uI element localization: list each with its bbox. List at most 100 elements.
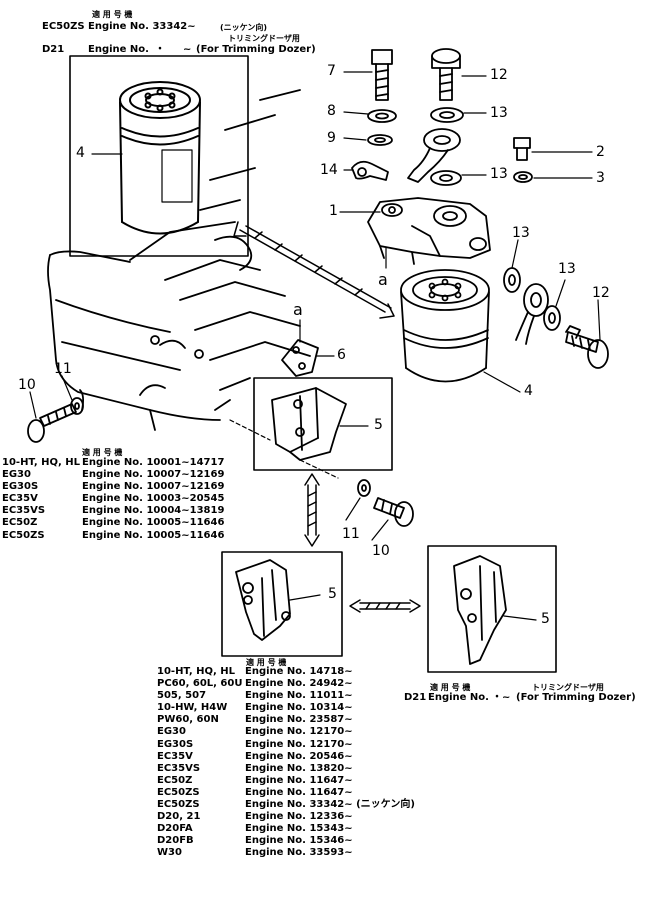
header-note-kana: トリミングドーザ用 [228, 34, 300, 43]
right-table-model: D21 [404, 692, 427, 703]
indicator-arrow-long [233, 221, 395, 319]
header-row1-model: EC50ZS [42, 21, 85, 32]
washer-13-right-a-icon [503, 267, 521, 293]
header-row1-engine: Engine No. 33342~ [88, 21, 196, 32]
callout-14: 14 [320, 162, 338, 178]
callout-2: 2 [596, 144, 605, 160]
callout-10-left: 10 [18, 377, 36, 393]
filter-detail-frame [69, 55, 249, 257]
washer-8-icon [367, 109, 397, 123]
indicator-arrow-vertical [304, 473, 320, 547]
washer-3-icon [513, 171, 533, 183]
header-row1-note: (ニッケン向) [220, 23, 268, 32]
header-row2-model: D21 [42, 44, 65, 55]
clip-14-icon [351, 160, 389, 181]
callout-11-left: 11 [54, 361, 72, 377]
eye-joint-right-icon [515, 283, 549, 345]
eye-joint-icon [407, 128, 461, 183]
bracket-icon [271, 387, 347, 461]
left-table-label-kanji: 適 用 号 機 [82, 448, 123, 457]
callout-13-mid: 13 [490, 166, 508, 182]
cartridge-filter-icon [400, 269, 490, 383]
header-row2-dot: ・ [155, 44, 165, 55]
header-row2-engine: Engine No. [88, 44, 149, 55]
bracket-right-frame [427, 545, 557, 673]
washer-11-left-icon [70, 397, 84, 415]
bolt-7-icon [371, 49, 393, 101]
callout-3: 3 [596, 170, 605, 186]
bolt-10-left-icon [27, 403, 77, 443]
right-table-engine: Engine No. [428, 692, 489, 703]
washer-11-center-icon [357, 479, 371, 497]
callout-13-top: 13 [490, 105, 508, 121]
bracket-bottom-frame [221, 551, 343, 657]
callout-13-right-a: 13 [512, 225, 530, 241]
callout-5-right: 5 [541, 611, 550, 627]
bracket-right-icon [453, 555, 507, 665]
callout-7: 7 [327, 63, 336, 79]
washer-13-mid-icon [430, 170, 462, 186]
callout-4-right: 4 [524, 383, 533, 399]
eye-bolt-12-icon [431, 48, 461, 101]
callout-12-right: 12 [592, 285, 610, 301]
bracket-detail-frame [253, 377, 393, 471]
indicator-arrow-horizontal [349, 599, 421, 613]
callout-9: 9 [327, 130, 336, 146]
filter-head-icon [367, 197, 491, 265]
washer-13-right-b-icon [543, 305, 561, 331]
right-table-note-kana: トリミングドーザ用 [532, 683, 604, 692]
callout-5-bottom: 5 [328, 586, 337, 602]
bolt-12-right-icon [565, 325, 609, 369]
plate-icon [281, 339, 319, 377]
header-row2-tilde: ~ [183, 44, 192, 55]
bottom-table-label-kanji: 適 用 号 機 [246, 658, 287, 667]
cartridge-filter-top-icon [119, 81, 201, 235]
callout-4-top: 4 [76, 145, 85, 161]
callout-6: 6 [337, 347, 346, 363]
right-table-engine-tail: ・~ [492, 692, 511, 703]
engine-block-outline [47, 89, 311, 431]
callout-5-mid: 5 [374, 417, 383, 433]
letter-a-right: a [378, 270, 388, 289]
right-table-label-kanji: 適 用 号 機 [430, 683, 471, 692]
right-table-note: (For Trimming Dozer) [516, 692, 636, 703]
header-row2-note: (For Trimming Dozer) [196, 44, 316, 55]
bracket-bottom-icon [235, 559, 291, 641]
washer-9-icon [367, 134, 393, 146]
callout-8: 8 [327, 103, 336, 119]
letter-a-left: a [293, 300, 303, 319]
callout-1: 1 [329, 203, 338, 219]
washer-13-top-icon [430, 107, 464, 123]
bolt-10-center-icon [373, 497, 414, 527]
plug-2-icon [513, 137, 531, 161]
callout-10-center: 10 [372, 543, 390, 559]
leader-lines [29, 71, 601, 621]
callout-11-center: 11 [342, 526, 360, 542]
